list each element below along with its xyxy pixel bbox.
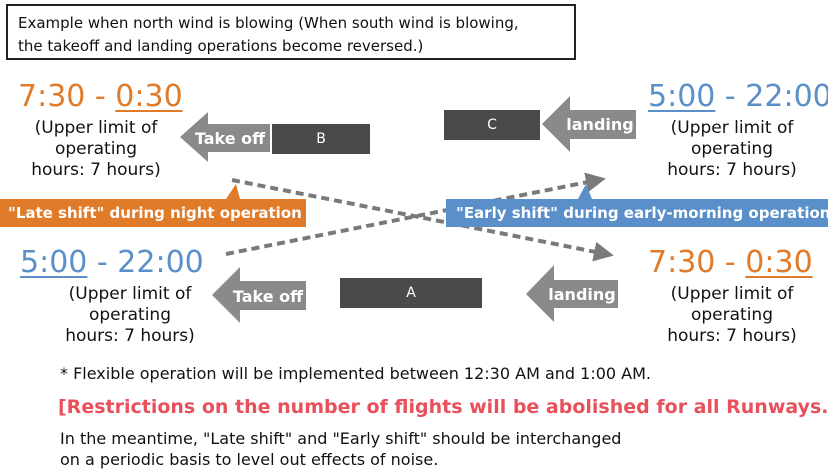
wind-note-line2: the takeoff and landing operations becom… <box>18 37 424 55</box>
runway-b: B <box>272 124 370 154</box>
bottom-left-limit: (Upper limit of operating hours: 7 hours… <box>65 284 195 346</box>
bottom-right-limit: (Upper limit of operating hours: 7 hours… <box>667 284 797 346</box>
top-left-time-start: 7:30 <box>18 79 86 114</box>
wind-note-line1: Example when north wind is blowing (When… <box>18 14 519 32</box>
takeoff-label-bottom: Take off <box>233 287 304 306</box>
bottom-right-time-end: 0:30 <box>745 245 813 280</box>
early-shift-pointer <box>578 184 592 199</box>
landing-label-bottom: landing <box>548 285 615 304</box>
flexible-operation-note: * Flexible operation will be implemented… <box>60 364 651 383</box>
bottom-left-time: 5:00 - 22:00 <box>20 245 204 280</box>
landing-arrow-top: landing <box>542 96 636 152</box>
dashed-line-late-shift <box>231 178 614 262</box>
bottom-left-time-end: 22:00 <box>117 245 204 280</box>
top-left-limit: (Upper limit of operating hours: 7 hours… <box>31 118 161 180</box>
bottom-right-time: 7:30 - 0:30 <box>648 245 813 280</box>
top-left-time-end: 0:30 <box>115 79 183 114</box>
dashed-line-early-shift <box>225 172 606 256</box>
late-shift-pointer <box>226 184 240 199</box>
late-shift-band: "Late shift" during night operation <box>0 199 306 227</box>
top-right-time-end: 22:00 <box>745 79 828 114</box>
top-left-time: 7:30 - 0:30 <box>18 79 183 114</box>
top-right-time-start: 5:00 <box>648 79 716 114</box>
top-right-limit: (Upper limit of operating hours: 7 hours… <box>667 118 797 180</box>
bottom-left-time-start: 5:00 <box>20 245 88 280</box>
meantime-note: In the meantime, "Late shift" and "Early… <box>60 429 622 469</box>
takeoff-arrow-bottom: Take off <box>212 267 306 323</box>
restriction-note: [Restrictions on the number of flights w… <box>58 396 828 418</box>
early-shift-band: "Early shift" during early-morning opera… <box>446 199 828 227</box>
takeoff-label-top: Take off <box>195 129 266 148</box>
takeoff-arrow-top: Take off <box>180 112 270 162</box>
landing-label-top: landing <box>566 115 633 134</box>
top-right-time: 5:00 - 22:00 <box>648 80 828 114</box>
runway-c: C <box>444 110 540 140</box>
bottom-right-time-start: 7:30 <box>648 245 716 280</box>
wind-note-box: Example when north wind is blowing (When… <box>6 4 576 60</box>
landing-arrow-bottom: landing <box>526 265 618 322</box>
runway-a: A <box>340 278 482 308</box>
